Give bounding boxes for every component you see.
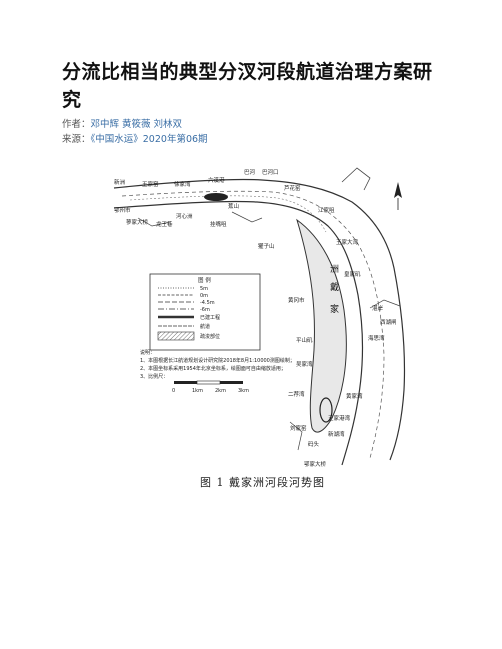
label-xinzhou: 新洲 [114, 178, 126, 186]
source-label: 来源： [62, 134, 91, 145]
scale-bar: 0 1km 2km 3km [172, 380, 249, 394]
label-wangjiaxiang: 王家港湾 [328, 414, 351, 422]
label-ezhou: 鄂州市 [114, 206, 131, 214]
river-map-figure: 新洲 王家窑 徐家湾 六溪港 巴河 巴河口 芦花窑 鄂州市 蓼家大桥 龙王巷 河… [112, 160, 412, 480]
label-ximeng: 西湖闸 [380, 318, 397, 326]
label-haifeng: 海思湾 [368, 334, 385, 342]
label-jia: 家 [330, 303, 339, 315]
legend-item-0m: 0m [200, 293, 208, 299]
label-wangjiada: 王家大湾 [336, 238, 359, 246]
figure-caption: 图 1 戴家洲河段河势图 [200, 476, 325, 489]
label-longwangci: 龙王巷 [156, 220, 173, 228]
legend-item-dredge: 疏浚部位 [200, 333, 220, 340]
legend-item-6m: -6m [200, 307, 210, 313]
label-xisaishan: 獾子山 [258, 242, 275, 250]
label-liuxiangang: 六溪港 [208, 176, 225, 184]
north-arrow-icon [394, 182, 402, 198]
label-liujiayao: 刘家窑 [290, 424, 307, 432]
scale-label-1km: 1km [192, 388, 203, 394]
label-huangshi: 鄂家大桥 [304, 460, 327, 468]
label-xinhu: 新湖湾 [328, 430, 345, 438]
label-luhuayao: 芦花窑 [284, 184, 301, 192]
label-jiaoshan: 蕉山 [228, 202, 239, 210]
label-erxiangwan: 二荐湾 [288, 390, 305, 398]
scale-label-0: 0 [172, 388, 175, 394]
river-map: 新洲 王家窑 徐家湾 六溪港 巴河 巴河口 芦花窑 鄂州市 蓼家大桥 龙王巷 河… [113, 167, 406, 468]
label-huangjiaji: 皇家矶 [344, 270, 361, 278]
label-bahekou: 巴河口 [262, 168, 279, 176]
source-line: 来源：《中国水运》2020年第06期 [62, 131, 208, 145]
author-line: 作者：邓中辉 黄筱薇 刘林双 [62, 116, 182, 130]
source-link[interactable]: 《中国水运》2020年第06期 [90, 134, 208, 145]
label-huangjiawan2: 黄家湾 [346, 392, 363, 400]
label-zhou: 洲 [330, 264, 339, 275]
label-dai: 戴 [330, 281, 339, 293]
label-huangjiawan: 吴家湾 [296, 360, 313, 368]
label-wangjiayao: 王家窑 [142, 180, 159, 188]
label-huashujie: 码头 [308, 440, 320, 448]
legend-item-5m: 5m [200, 286, 208, 292]
scale-label-3km: 3km [238, 388, 249, 394]
label-xujiawan: 徐家湾 [174, 180, 191, 188]
legend-title: 图 例 [198, 276, 211, 284]
notes-title: 说明： [140, 349, 155, 356]
scale-label-2km: 2km [215, 388, 226, 394]
label-huanggang: 黄冈市 [288, 296, 305, 304]
notes-line1: 1、本图根据长江航道规划设计研究院2018年8月1:10000测图绘制； [140, 357, 295, 364]
legend-item-channel: 航道 [200, 323, 210, 330]
label-bahe: 巴河 [244, 168, 256, 176]
legend-item-45m: -4.5m [200, 300, 215, 306]
authors-link[interactable]: 邓中辉 黄筱薇 刘林双 [90, 119, 183, 130]
notes-line3: 3、比例尺： [140, 373, 168, 380]
label-xinyang: 挂嘴咀 [210, 220, 227, 228]
article-title: 分流比相当的典型分汊河段航道治理方案研究 [62, 61, 433, 111]
label-pingshanji: 平山矶 [296, 336, 313, 344]
legend-item-built: 已建工程 [200, 314, 220, 321]
notes-line2: 2、本图坐标系采用1954年北京坐标系，绘图面可自由缩放适用； [140, 365, 286, 372]
label-xiajiajian: 蓼家大桥 [126, 218, 149, 226]
label-hexindao: 河心洲 [176, 212, 193, 220]
authors-label: 作者： [62, 119, 91, 130]
label-jiangjia: 江家咀 [318, 206, 335, 214]
label-zhenan: 湛岸 [372, 305, 384, 312]
